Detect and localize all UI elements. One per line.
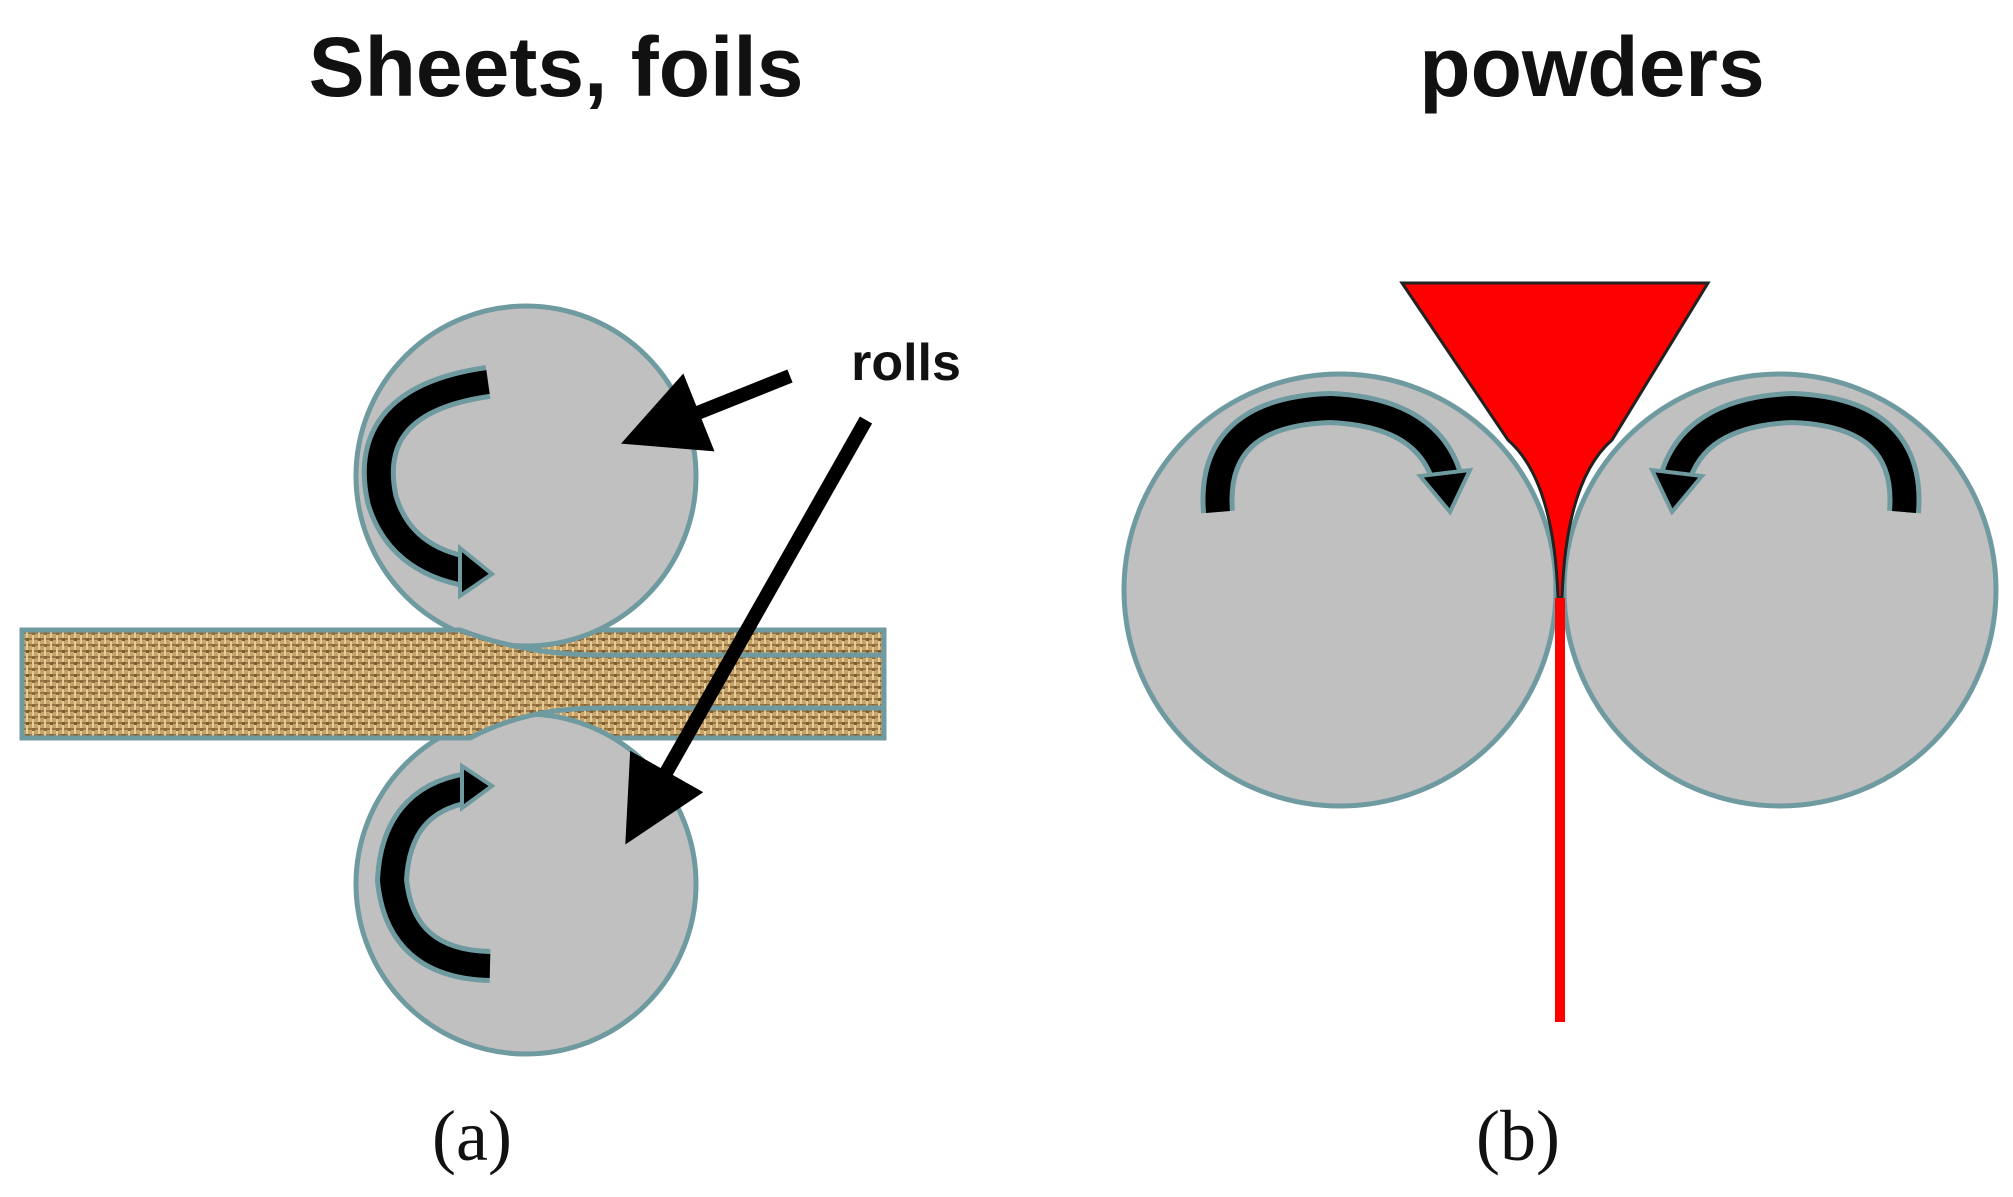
panel-b-label: (b) bbox=[1476, 1096, 1560, 1176]
leader-arrow-icon bbox=[625, 416, 873, 845]
panel-a: Sheets, foils rolls (a) bbox=[19, 20, 961, 1176]
rotation-arrow-icon bbox=[361, 365, 496, 600]
leader-arrow-icon bbox=[621, 369, 793, 452]
panel-b-title: powders bbox=[1419, 20, 1764, 114]
rotation-arrow-icon bbox=[374, 762, 496, 983]
upper-roll bbox=[353, 303, 699, 649]
rotation-arrow-icon bbox=[1200, 390, 1474, 516]
panel-b: powders (b) bbox=[1121, 20, 1999, 1176]
sheet-strip-front bbox=[19, 627, 887, 741]
panel-a-title: Sheets, foils bbox=[309, 20, 804, 114]
rotation-arrow-icon bbox=[1648, 390, 1922, 516]
rolls-callout: rolls bbox=[851, 334, 961, 392]
panel-a-label: (a) bbox=[432, 1096, 512, 1176]
compacted-strip bbox=[1555, 598, 1565, 1022]
left-roll bbox=[1121, 371, 1559, 809]
right-roll bbox=[1561, 371, 1999, 809]
